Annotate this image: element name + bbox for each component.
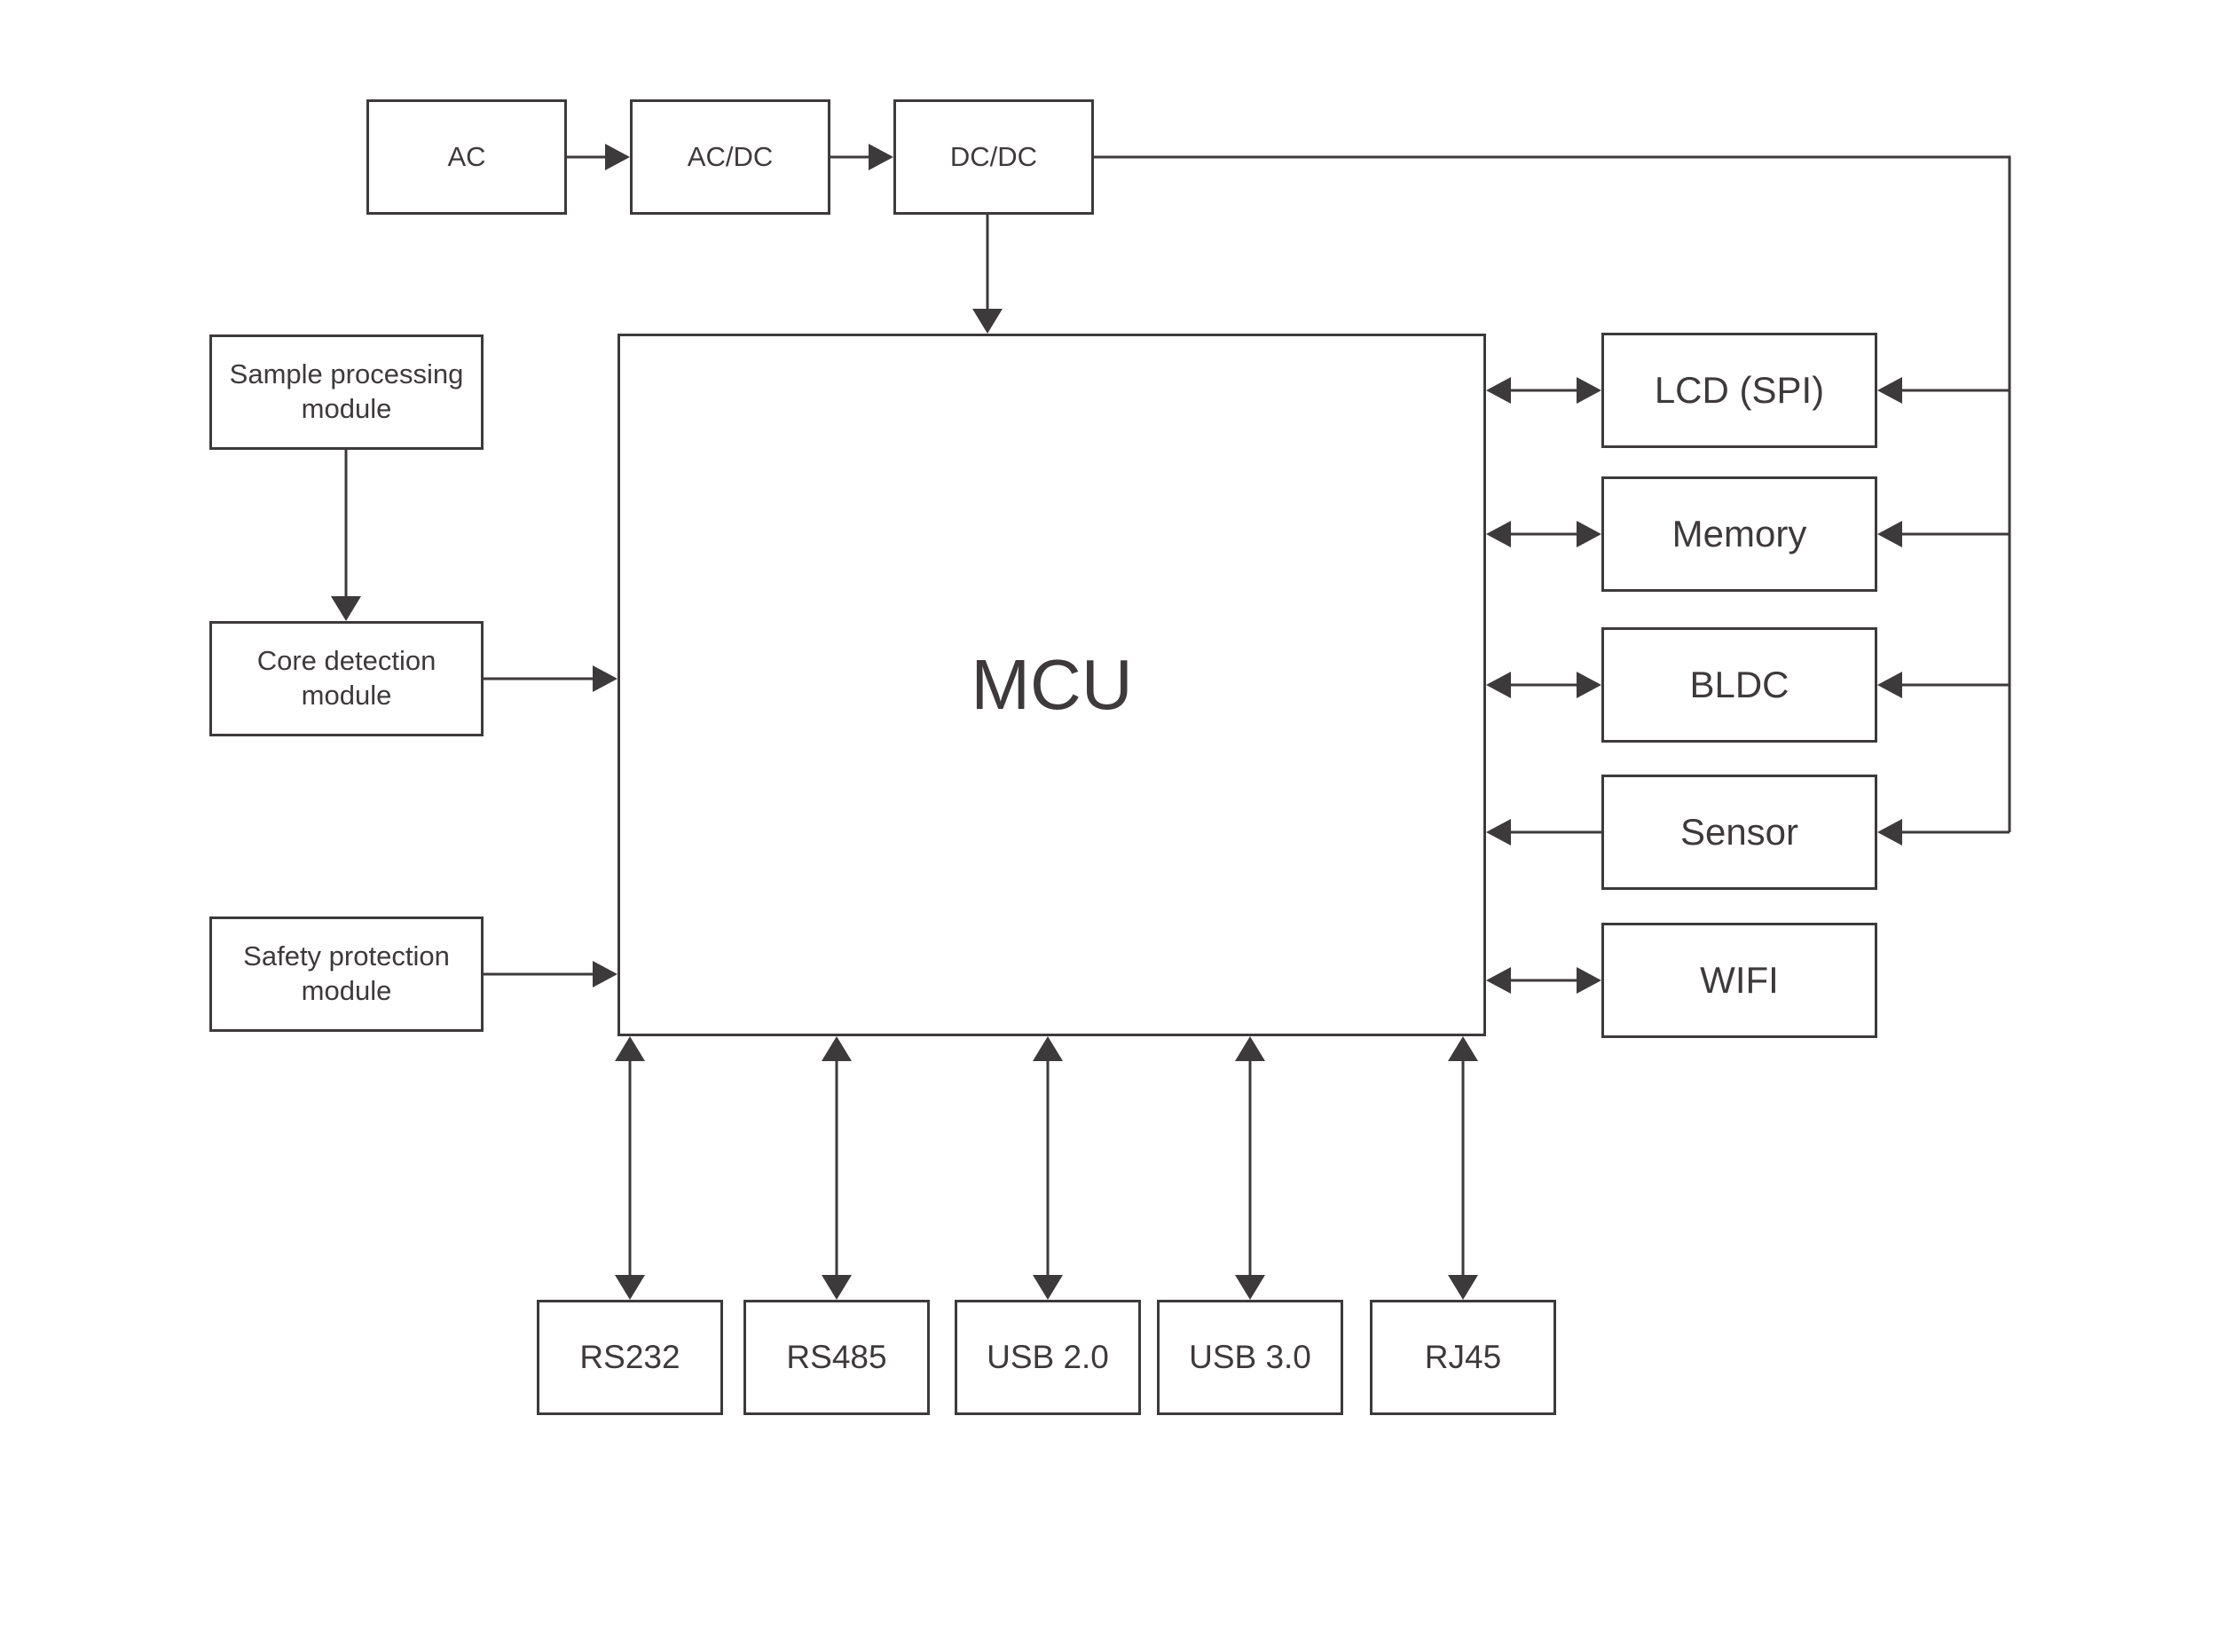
edge-mcu-memory <box>1486 521 1601 547</box>
node-memory: Memory <box>1601 476 1877 592</box>
node-safety-protection-module: Safety protection module <box>209 916 484 1032</box>
node-sensor: Sensor <box>1601 775 1877 890</box>
node-label: Memory <box>1671 512 1807 555</box>
edge-rail-to-bldc <box>1877 672 2010 698</box>
node-label: Core detection module <box>256 645 437 711</box>
node-ac: AC <box>366 99 567 215</box>
edge-mcu-bldc <box>1486 672 1601 698</box>
node-label: LCD (SPI) <box>1654 368 1825 411</box>
node-label: USB 2.0 <box>987 1338 1109 1375</box>
edge-mcu-wifi <box>1486 967 1601 994</box>
edge-mcu-rs485 <box>822 1036 852 1300</box>
node-rs485: RS485 <box>743 1300 930 1415</box>
edge-rail-to-lcd <box>1877 377 2010 404</box>
node-mcu: MCU <box>617 334 1486 1036</box>
edge-rail-to-memory <box>1877 521 2010 547</box>
node-label: RS232 <box>579 1338 680 1375</box>
edge-mcu-usb30 <box>1235 1036 1265 1300</box>
node-label: USB 3.0 <box>1189 1338 1311 1375</box>
node-label: AC/DC <box>687 140 774 172</box>
node-label: MCU <box>971 645 1133 724</box>
node-lcd-spi: LCD (SPI) <box>1601 333 1877 448</box>
edge-acdc-to-dcdc <box>830 144 893 170</box>
edge-mcu-lcd <box>1486 377 1601 404</box>
node-core-detection-module: Core detection module <box>209 621 484 736</box>
node-dc-dc: DC/DC <box>893 99 1094 215</box>
edge-mcu-rj45 <box>1448 1036 1478 1300</box>
edge-rail-to-sensor <box>1877 819 2010 846</box>
node-ac-dc: AC/DC <box>630 99 830 215</box>
edge-core-to-mcu <box>484 665 617 692</box>
edge-mcu-rs232 <box>615 1036 645 1300</box>
node-label: AC <box>447 140 486 172</box>
edge-dcdc-to-mcu <box>972 215 1003 334</box>
node-rs232: RS232 <box>537 1300 723 1415</box>
edge-sample-to-core <box>331 450 361 621</box>
node-label: Sample processing module <box>229 358 464 424</box>
node-label: BLDC <box>1689 663 1789 705</box>
node-sample-processing-module: Sample processing module <box>209 334 484 450</box>
node-label: Sensor <box>1679 810 1799 853</box>
node-bldc: BLDC <box>1601 627 1877 743</box>
node-label: RS485 <box>786 1338 887 1375</box>
node-usb-2-0: USB 2.0 <box>955 1300 1141 1415</box>
edge-ac-to-acdc <box>567 144 630 170</box>
edge-sensor-to-mcu <box>1486 819 1601 846</box>
node-wifi: WIFI <box>1601 923 1877 1038</box>
edge-safety-to-mcu <box>484 961 617 987</box>
node-label: DC/DC <box>949 140 1038 172</box>
edge-mcu-usb20 <box>1033 1036 1063 1300</box>
node-rj45: RJ45 <box>1370 1300 1556 1415</box>
node-usb-3-0: USB 3.0 <box>1157 1300 1343 1415</box>
node-label: Safety protection module <box>243 940 450 1006</box>
node-label: RJ45 <box>1424 1338 1502 1375</box>
node-label: WIFI <box>1700 958 1779 1001</box>
power-rail <box>1094 155 2011 832</box>
